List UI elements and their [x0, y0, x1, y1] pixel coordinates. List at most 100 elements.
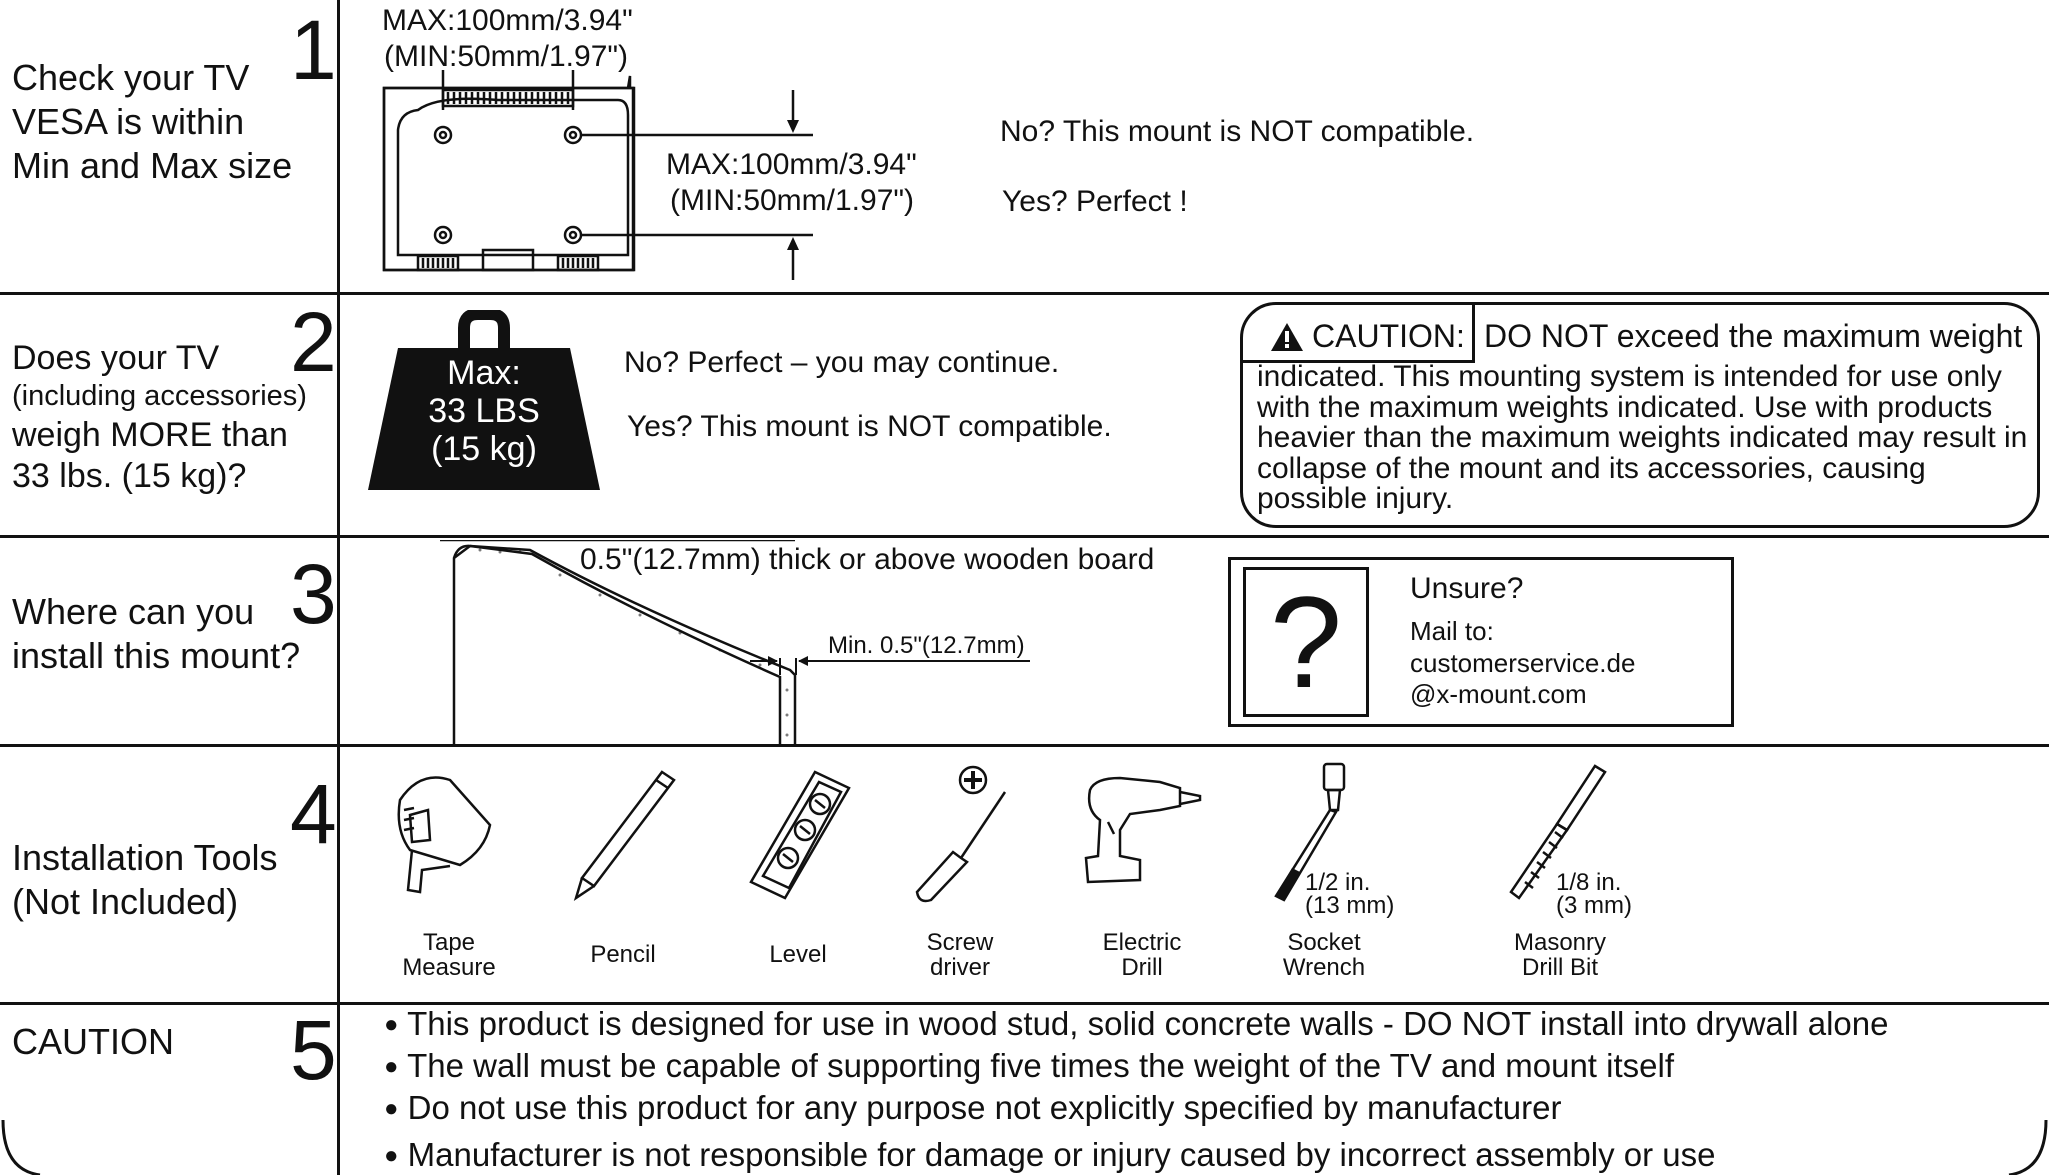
section-2-label-line: (including accessories): [12, 380, 307, 413]
tool-label-line: Measure: [402, 954, 496, 982]
board-label: 0.5"(12.7mm) thick or above wooden board: [580, 543, 1155, 576]
tool-label-line: Screw: [926, 929, 994, 956]
section-1-label: Check your TV VESA is within Min and Max…: [12, 56, 292, 188]
caution-bullet: ● This product is designed for use in wo…: [384, 1005, 1889, 1043]
section-2-label-line: weigh MORE than: [12, 415, 288, 454]
bit-size-line: 1/8 in.: [1556, 869, 1622, 896]
email-line: customerservice.de: [1410, 647, 1636, 678]
section-1-label-line: Check your TV: [12, 57, 250, 98]
section-3-label-line: install this mount?: [12, 634, 301, 676]
section-2-label-line: Does your TV: [12, 339, 220, 377]
weight-icon: Max: 33 LBS (15 kg): [368, 310, 600, 490]
tool-label-socket-wrench: Socket Wrench: [1244, 929, 1404, 982]
level-icon: [749, 770, 851, 900]
section-3-number: 3: [290, 547, 337, 641]
bullet-dot: ●: [384, 1011, 399, 1038]
weight-icon-line: (15 kg): [431, 430, 537, 469]
tool-label-line: Drill Bit: [1522, 954, 1598, 982]
socket-size-line: 1/2 in.: [1305, 869, 1371, 896]
tool-label-screwdriver: Screw driver: [880, 929, 1040, 982]
caution-divider: [1240, 360, 1475, 363]
section-4-number: 4: [290, 767, 337, 861]
vesa-yes-text: Yes? Perfect !: [1002, 185, 1188, 218]
caution-bullet-text: This product is designed for use in wood…: [407, 1005, 1889, 1042]
caution-bullet: ● Manufacturer is not responsible for da…: [384, 1136, 1715, 1174]
min-thickness-label: Min. 0.5"(12.7mm): [828, 632, 1025, 659]
tool-label-level: Level: [718, 942, 878, 967]
column-divider: [337, 0, 340, 1175]
socket-size: 1/2 in. (13 mm): [1305, 869, 1395, 919]
vesa-side-min: (MIN:50mm/1.97"): [670, 184, 915, 217]
section-2-label-line: 33 lbs. (15 kg)?: [12, 457, 247, 496]
caution-title: CAUTION:: [1312, 318, 1465, 354]
weight-caution-box: [1240, 302, 2040, 528]
tool-label-electric-drill: Electric Drill: [1062, 929, 1222, 982]
weight-icon-line: Max:: [447, 354, 521, 392]
bottom-frame: [1, 1120, 2048, 1175]
weight-caution-heading: CAUTION:: [1270, 318, 1465, 355]
tool-label-line: Tape: [422, 929, 476, 956]
bullet-dot: ●: [384, 1142, 399, 1169]
row-divider-4: [0, 1002, 2049, 1005]
caution-body: indicated. This mounting system is inten…: [1257, 360, 2028, 516]
section-5-label: CAUTION: [12, 1020, 174, 1064]
unsure-box: [1228, 557, 1734, 727]
caution-bullet-text: Manufacturer is not responsible for dama…: [407, 1136, 1716, 1173]
socket-wrench-icon: [1274, 762, 1346, 902]
question-icon: ?: [1243, 567, 1369, 717]
tool-label-line: Drill: [1121, 954, 1163, 982]
section-1-label-line: Min and Max size: [12, 144, 293, 186]
socket-size-line: (13 mm): [1305, 891, 1395, 919]
section-1-label-line: VESA is within: [12, 100, 245, 142]
weight-no-text: No? Perfect – you may continue.: [624, 346, 1060, 379]
caution-bullet-text: Do not use this product for any purpose …: [407, 1089, 1562, 1126]
section-3-label-line: Where can you: [12, 591, 255, 632]
tool-label-line: Pencil: [590, 941, 656, 968]
tool-label-line: Socket: [1287, 929, 1361, 956]
section-1-number: 1: [290, 3, 337, 97]
bullet-dot: ●: [384, 1095, 399, 1122]
vesa-side-max: MAX:100mm/3.94": [666, 148, 917, 181]
bit-size: 1/8 in. (3 mm): [1556, 869, 1632, 918]
vesa-no-text: No? This mount is NOT compatible.: [1000, 115, 1475, 148]
section-5-label-line: CAUTION: [12, 1021, 174, 1062]
drill-bit-icon: [1509, 764, 1607, 900]
caution-bullet-text: The wall must be capable of supporting f…: [407, 1047, 1674, 1084]
mail-to-label: Mail to:: [1410, 616, 1494, 646]
weight-yes-text: Yes? This mount is NOT compatible.: [627, 410, 1112, 443]
section-4-label-line: (Not Included): [12, 880, 239, 922]
section-3-label: Where can you install this mount?: [12, 590, 300, 678]
tape-measure-icon: [397, 776, 492, 894]
electric-drill-icon: [1084, 776, 1202, 884]
tool-label-line: Electric: [1102, 929, 1182, 956]
caution-bullet: ● The wall must be capable of supporting…: [384, 1047, 1674, 1085]
tv-back-vesa-diagram: [382, 70, 813, 280]
bullet-dot: ●: [384, 1053, 399, 1080]
tool-label-line: Level: [769, 941, 827, 968]
unsure-title: Unsure?: [1410, 572, 1524, 605]
tool-label-line: driver: [929, 954, 990, 982]
row-divider-1: [0, 292, 2049, 295]
weight-icon-line: 33 LBS: [428, 392, 540, 431]
section-2-number: 2: [290, 295, 337, 389]
tool-label-tape-measure: Tape Measure: [369, 929, 529, 982]
section-2-label: Does your TV (including accessories) wei…: [12, 338, 307, 498]
vesa-top-max: MAX:100mm/3.94": [382, 4, 633, 37]
contact-info: Mail to: customerservice.de @x-mount.com: [1410, 616, 1635, 711]
caution-lead: DO NOT exceed the maximum weight: [1484, 318, 2023, 354]
row-divider-3: [0, 744, 2049, 747]
wooden-board-diagram: [440, 540, 1030, 745]
vesa-top-min: (MIN:50mm/1.97"): [384, 40, 629, 73]
section-4-label: Installation Tools (Not Included): [12, 836, 278, 924]
email-line: @x-mount.com: [1410, 679, 1587, 710]
tool-label-drill-bit: Masonry Drill Bit: [1480, 929, 1640, 982]
tool-label-line: Wrench: [1282, 954, 1366, 982]
tool-label-pencil: Pencil: [543, 942, 703, 967]
caution-divider: [1472, 304, 1475, 362]
tool-label-line: Masonry: [1513, 929, 1607, 956]
row-divider-2: [0, 535, 2049, 538]
section-4-label-line: Installation Tools: [12, 837, 278, 878]
section-5-number: 5: [290, 1003, 337, 1097]
caution-bullet: ● Do not use this product for any purpos…: [384, 1089, 1561, 1127]
